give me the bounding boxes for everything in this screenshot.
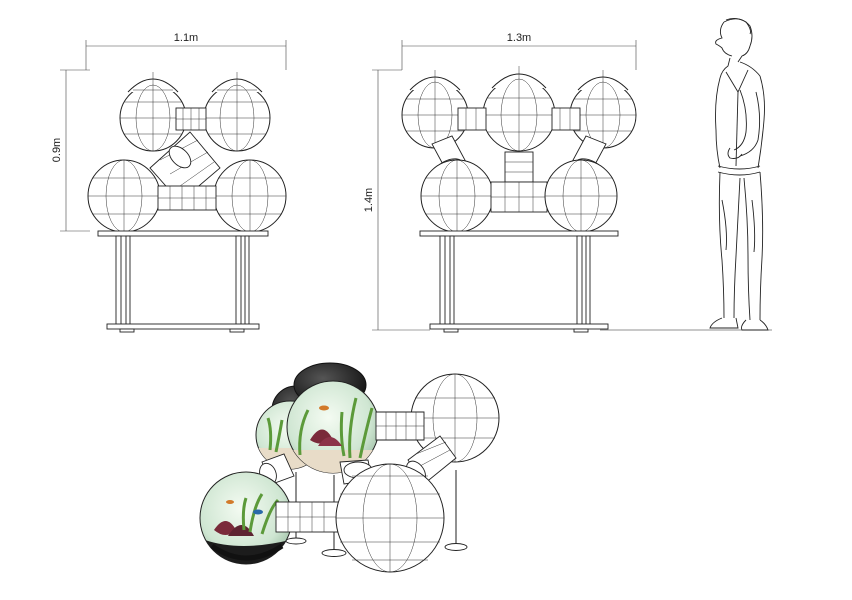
side-upper-left-bowl (401, 70, 469, 149)
side-elevation: 1.3m 1.4m (363, 32, 772, 333)
front-diagonal-connector (149, 131, 221, 203)
front-width-label: 1.1m (174, 32, 198, 44)
front-upper-connector (175, 107, 207, 131)
side-lower-center-block (490, 181, 548, 213)
front-height-dimension: 0.9m (51, 69, 90, 232)
front-width-dimension: 1.1m (85, 32, 287, 70)
side-height-label: 1.4m (363, 188, 375, 212)
side-upper-center-bowl (482, 66, 556, 152)
perspective-render (199, 362, 500, 573)
front-lower-connector (157, 185, 217, 211)
front-table-stand (97, 230, 269, 333)
side-width-label: 1.3m (507, 32, 531, 44)
side-lower-left-bowl (420, 159, 494, 233)
side-lower-right-bowl (544, 159, 618, 233)
side-upper-connectors (457, 107, 581, 131)
front-lower-left-bowl (87, 159, 161, 233)
side-width-dimension: 1.3m (401, 32, 637, 70)
render-top-connector (375, 411, 425, 441)
front-elevation: 1.1m 0.9m (51, 32, 287, 333)
front-lower-right-bowl (213, 159, 287, 233)
person-icon (709, 17, 769, 331)
front-height-label: 0.9m (51, 138, 63, 162)
side-table-stand (419, 230, 619, 333)
front-upper-right-bowl (203, 72, 271, 152)
render-lower-right-bowl (335, 463, 445, 573)
render-top-aquarium (286, 362, 380, 474)
front-upper-left-bowl (119, 72, 187, 152)
side-height-dimension: 1.4m (363, 69, 430, 331)
render-lower-connector (275, 501, 341, 533)
